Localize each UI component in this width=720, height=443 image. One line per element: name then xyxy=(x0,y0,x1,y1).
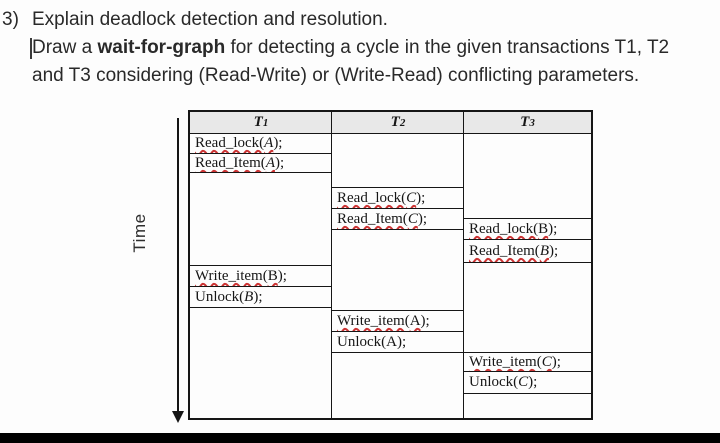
bottom-bar xyxy=(0,433,720,443)
time-axis-label: Time xyxy=(130,213,149,253)
question-line-2[interactable]: Draw a wait-for-graph for detecting a cy… xyxy=(30,34,670,62)
op-read_item-a[interactable]: Read_Item(A); xyxy=(190,154,332,173)
question-line2-post: for detecting a cycle in the given trans… xyxy=(225,37,670,58)
question-line-1[interactable]: 3) Explain deadlock detection and resolut… xyxy=(2,6,669,34)
column-divider-2 xyxy=(462,112,464,418)
op-read_lock-c[interactable]: Read_lock(C); xyxy=(332,187,464,209)
op-write_item-a[interactable]: Write_item(A); xyxy=(332,310,464,332)
op-write_item-b[interactable]: Write_item(B); xyxy=(190,265,332,287)
question-block: 3) Explain deadlock detection and resolut… xyxy=(2,6,669,90)
text-cursor xyxy=(30,38,32,59)
time-arrow-line xyxy=(177,118,179,412)
op-unlock-c[interactable]: Unlock(C); xyxy=(464,372,591,394)
op-read_lock-b[interactable]: Read_lock(B); xyxy=(464,218,591,240)
time-arrow-head-icon xyxy=(171,411,184,423)
op-unlock-a[interactable]: Unlock(A); xyxy=(332,332,464,353)
question-line-3[interactable]: and T3 considering (Read-Write) or (Writ… xyxy=(32,65,640,86)
question-line2-bold: wait-for-graph xyxy=(97,37,226,58)
op-unlock-b[interactable]: Unlock(B); xyxy=(190,287,332,308)
question-line2-pre: Draw a xyxy=(32,37,98,58)
op-read_item-b[interactable]: Read_Item(B); xyxy=(464,240,591,263)
op-read_lock-a[interactable]: Read_lock(A); xyxy=(190,133,332,154)
op-read_item-c[interactable]: Read_Item(C); xyxy=(332,209,464,230)
question-line1-text: Explain deadlock detection and resolutio… xyxy=(32,9,388,30)
question-number: 3) xyxy=(2,9,19,30)
op-write_item-c[interactable]: Write_item(C); xyxy=(464,352,591,372)
